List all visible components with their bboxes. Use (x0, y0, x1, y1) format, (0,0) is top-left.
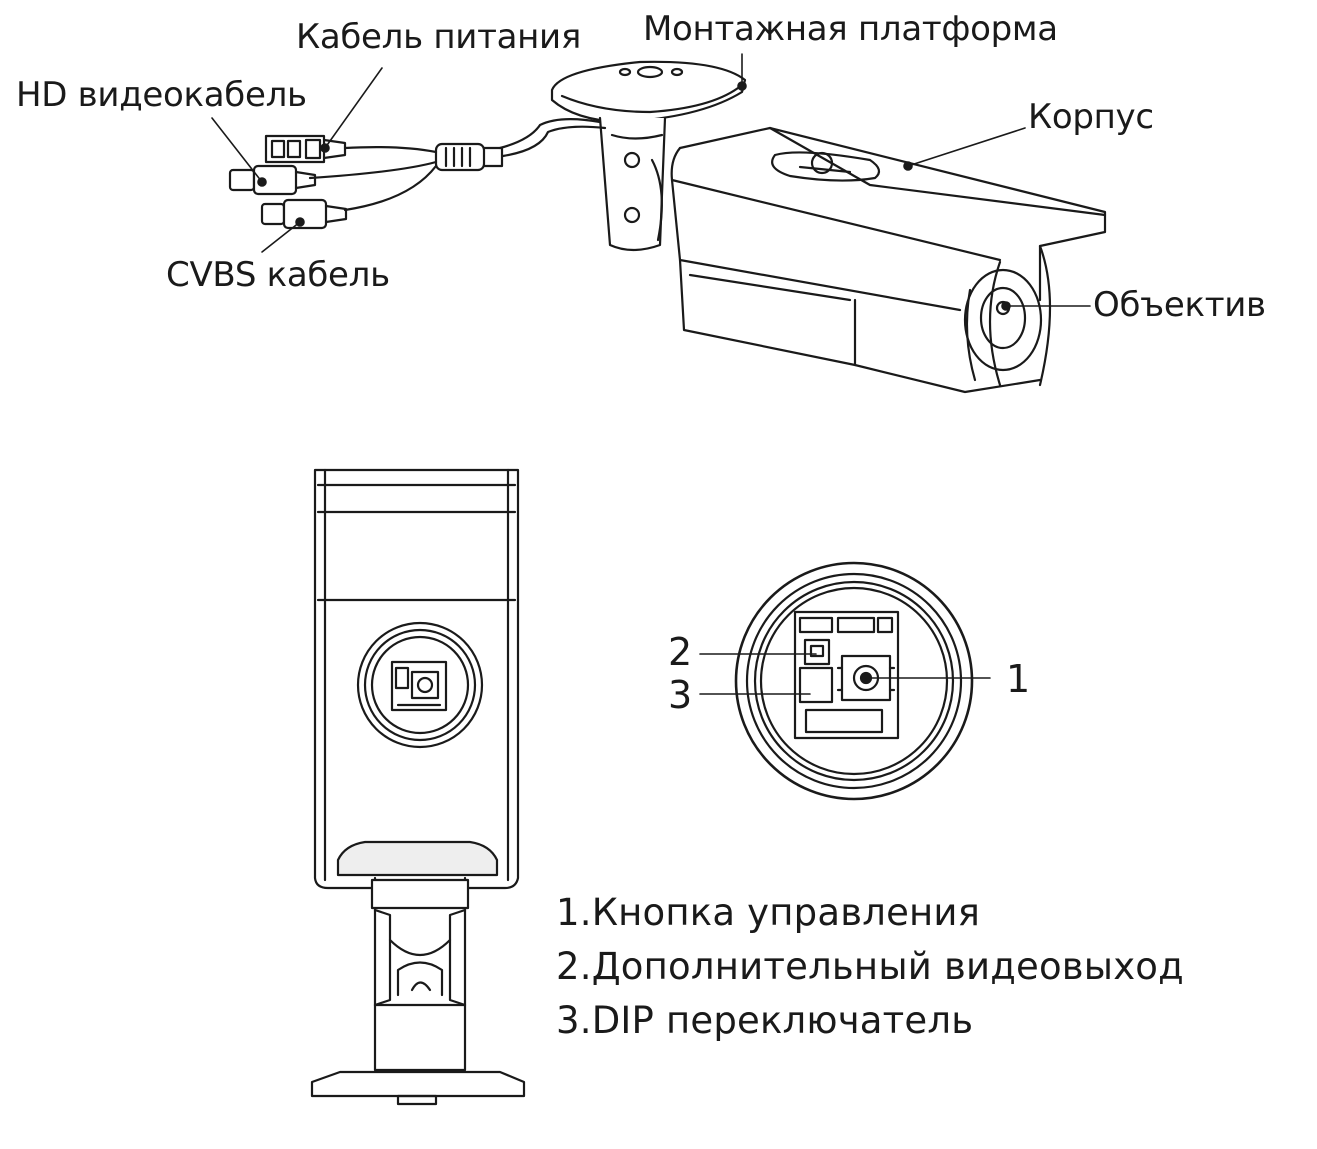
label-mounting-platform: Монтажная платформа (643, 9, 1058, 49)
callout-lines (699, 653, 991, 695)
cable-harness (228, 118, 607, 230)
rear-panel-detail (699, 561, 991, 801)
camera-rear-view (310, 468, 526, 1106)
label-lens: Объектив (1093, 285, 1266, 325)
legend-item-control-button: 1.Кнопка управления (556, 891, 981, 934)
camera-lens (963, 268, 1043, 382)
legend-item-dip-switch: 3.DIP переключатель (556, 999, 974, 1042)
callout-number-3: 3 (668, 673, 692, 717)
bullet-camera-side-view (211, 53, 1107, 394)
label-cvbs-cable: CVBS кабель (166, 255, 390, 295)
legend-item-aux-video-out: 2.Дополнительный видеовыход (556, 945, 1184, 988)
callout-number-1: 1 (1006, 657, 1030, 701)
label-power-cable: Кабель питания (296, 17, 581, 57)
label-housing: Корпус (1028, 97, 1154, 137)
camera-housing (670, 126, 1107, 394)
callout-number-2: 2 (668, 630, 692, 674)
mounting-platform (550, 60, 747, 252)
legend: 1.Кнопка управления 2.Дополнительный вид… (556, 886, 1184, 1048)
leader-lines-top (211, 53, 1091, 311)
label-hd-video-cable: HD видеокабель (16, 75, 307, 115)
